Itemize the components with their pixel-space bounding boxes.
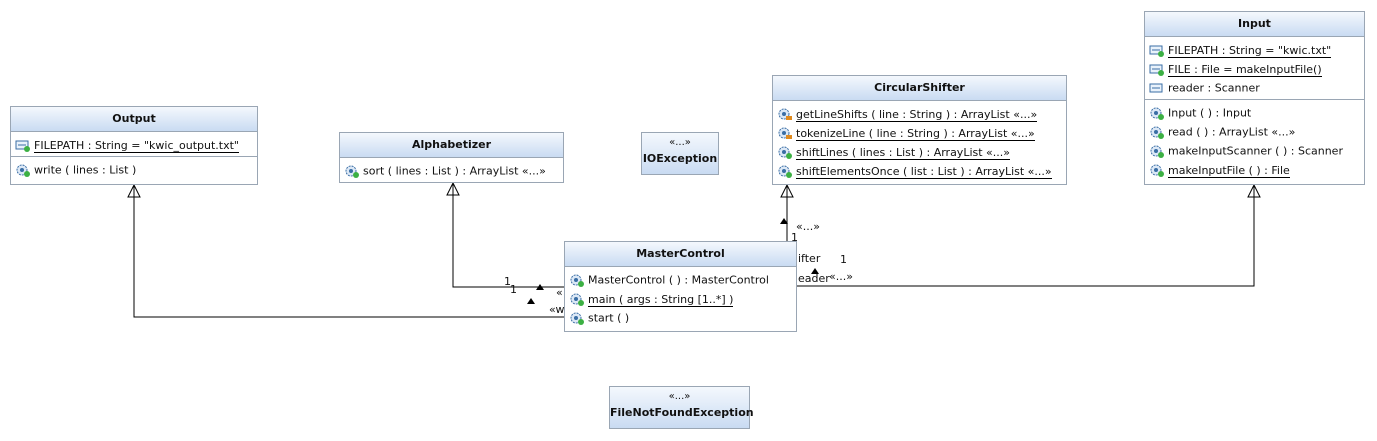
circularshifter-nav-triangle — [780, 218, 788, 224]
alphabetizer-multiplicity: 1 — [504, 275, 511, 288]
operation-row[interactable]: shiftLines ( lines : List ) : ArrayList … — [773, 142, 1066, 161]
input-multiplicity: 1 — [840, 253, 847, 266]
operations-section: getLineShifts ( line : String ) : ArrayL… — [773, 101, 1066, 182]
output-stereotype: «w — [549, 303, 565, 316]
output-nav-triangle — [527, 298, 535, 304]
operations-section: sort ( lines : List ) : ArrayList «...» — [340, 158, 563, 182]
alphabetizer-nav-triangle — [536, 284, 544, 290]
public-method-icon — [344, 164, 360, 178]
operation-row[interactable]: main ( args : String [1..*] ) — [565, 289, 796, 308]
operation-row[interactable]: getLineShifts ( line : String ) : ArrayL… — [773, 104, 1066, 123]
public-method-icon — [777, 164, 793, 178]
operation-row[interactable]: MasterControl ( ) : MasterControl — [565, 270, 796, 289]
public-method-icon — [1149, 125, 1165, 139]
public-method-icon — [1149, 163, 1165, 177]
circularshifter-stereotype: «...» — [796, 220, 820, 233]
public-method-icon — [569, 273, 585, 287]
class-output[interactable]: Output FILEPATH : String = "kwic_output.… — [10, 106, 258, 185]
circularshifter-arrowhead — [780, 183, 794, 198]
class-ioexception[interactable]: «...» IOException — [641, 132, 719, 175]
class-name: Input — [1145, 12, 1364, 37]
operation-row[interactable]: tokenizeLine ( line : String ) : ArrayLi… — [773, 123, 1066, 142]
input-nav-triangle — [811, 268, 819, 274]
output-association-line — [133, 185, 565, 318]
class-name: CircularShifter — [773, 76, 1066, 101]
alphabetizer-stereotype: « — [556, 286, 563, 299]
operations-section: write ( lines : List ) — [11, 156, 257, 181]
class-name: IOException — [642, 152, 718, 165]
stereotype-label: «...» — [668, 391, 691, 402]
private-method-icon — [777, 126, 793, 140]
class-name: FileNotFoundException — [610, 406, 754, 419]
class-filenotfoundexception[interactable]: «...» FileNotFoundException — [609, 386, 754, 429]
attribute-row[interactable]: FILEPATH : String = "kwic.txt" — [1145, 40, 1364, 59]
operation-row[interactable]: makeInputFile ( ) : File — [1145, 160, 1364, 179]
attributes-section: FILEPATH : String = "kwic.txt" FILE : Fi… — [1145, 37, 1364, 99]
public-method-icon — [569, 311, 585, 325]
class-mastercontrol[interactable]: MasterControl MasterControl ( ) : Master… — [564, 241, 797, 332]
operation-row[interactable]: Input ( ) : Input — [1145, 103, 1364, 122]
output-arrowhead — [127, 183, 141, 198]
alphabetizer-multiplicity-2: 1 — [510, 283, 517, 296]
operations-section: Input ( ) : Input read ( ) : ArrayList «… — [1145, 99, 1364, 181]
class-circularshifter[interactable]: CircularShifter getLineShifts ( line : S… — [772, 75, 1067, 185]
attribute-row[interactable]: FILE : File = makeInputFile() — [1145, 59, 1364, 78]
static-field-icon — [15, 138, 31, 152]
attribute-row[interactable]: FILEPATH : String = "kwic_output.txt" — [11, 135, 257, 154]
private-method-icon — [777, 107, 793, 121]
operation-row[interactable]: write ( lines : List ) — [11, 160, 257, 179]
class-alphabetizer[interactable]: Alphabetizer sort ( lines : List ) : Arr… — [339, 132, 564, 183]
operation-row[interactable]: start ( ) — [565, 308, 796, 327]
input-arrowhead — [1247, 183, 1261, 198]
class-name: Output — [11, 107, 257, 132]
operations-section: MasterControl ( ) : MasterControl main (… — [565, 267, 796, 329]
operation-row[interactable]: sort ( lines : List ) : ArrayList «...» — [340, 161, 563, 180]
public-method-icon — [777, 145, 793, 159]
circularshifter-multiplicity: 1 — [791, 231, 798, 244]
attribute-row[interactable]: reader : Scanner — [1145, 78, 1364, 97]
field-icon — [1149, 81, 1165, 95]
attributes-section: FILEPATH : String = "kwic_output.txt" — [11, 132, 257, 156]
static-field-icon — [1149, 43, 1165, 57]
public-method-icon — [1149, 106, 1165, 120]
stereotype-label: «...» — [669, 137, 691, 148]
input-stereotype: «...» — [829, 270, 853, 283]
circularshifter-role: ifter — [798, 252, 821, 265]
class-name: Alphabetizer — [340, 133, 563, 158]
public-method-icon — [15, 163, 31, 177]
alphabetizer-arrowhead — [446, 181, 460, 196]
class-input[interactable]: Input FILEPATH : String = "kwic.txt" FIL… — [1144, 11, 1365, 185]
operation-row[interactable]: shiftElementsOnce ( list : List ) : Arra… — [773, 161, 1066, 180]
input-association-line — [797, 185, 1255, 287]
public-method-icon — [1149, 144, 1165, 158]
input-role: eader — [798, 272, 830, 285]
operation-row[interactable]: read ( ) : ArrayList «...» — [1145, 122, 1364, 141]
operation-row[interactable]: makeInputScanner ( ) : Scanner — [1145, 141, 1364, 160]
static-field-icon — [1149, 62, 1165, 76]
alphabetizer-association-line — [452, 183, 565, 288]
public-method-icon — [569, 292, 585, 306]
class-name: MasterControl — [565, 242, 796, 267]
